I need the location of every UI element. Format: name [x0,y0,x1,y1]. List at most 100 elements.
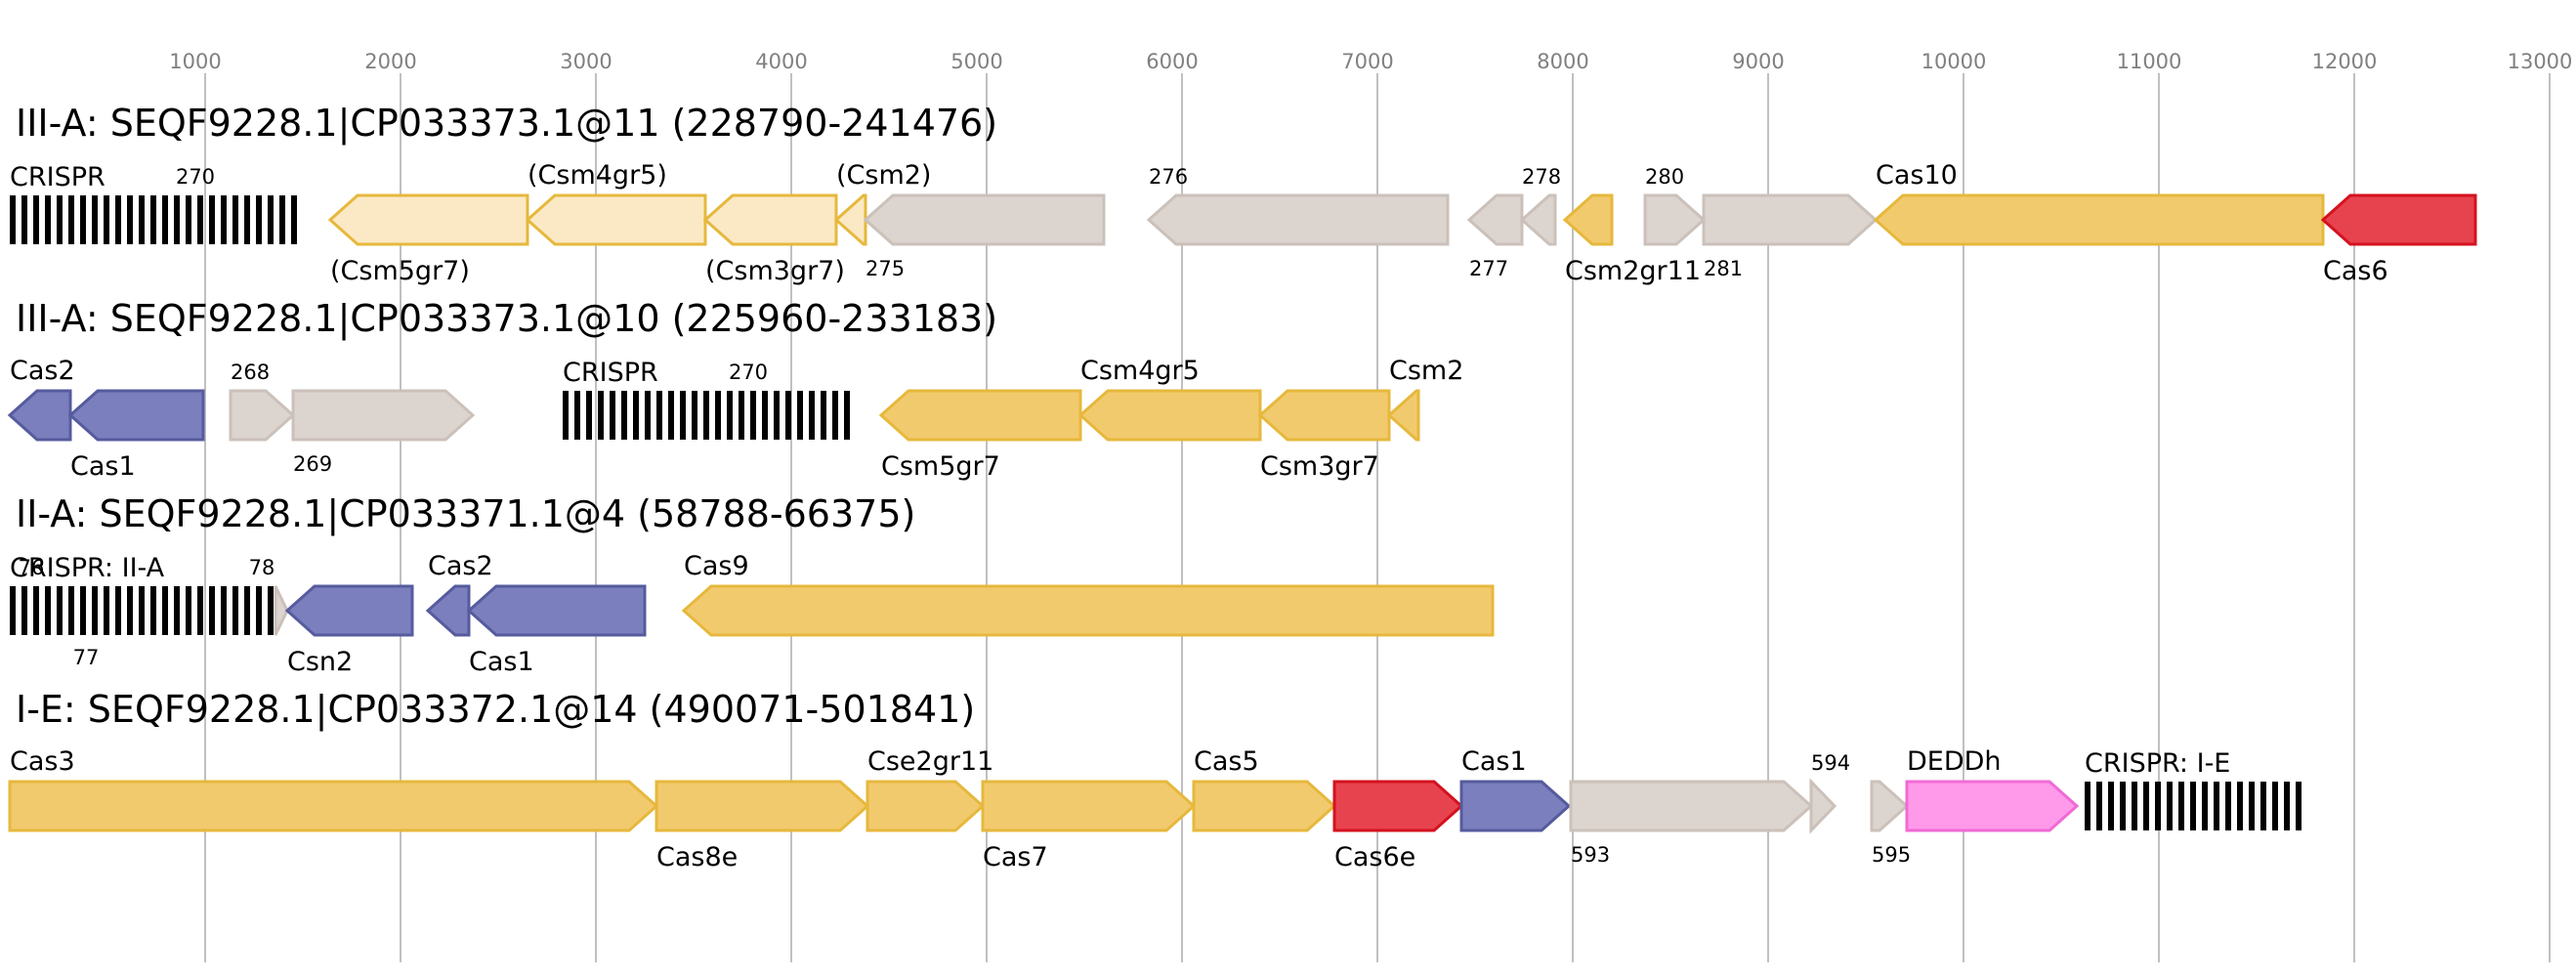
feature-number-label: 595 [1872,843,1911,867]
gene-arrow [981,780,1197,832]
gene-arrow [425,584,471,637]
gene-arrow [1702,193,1879,246]
gene-label: Cas8e [656,842,738,872]
crispr-repeat [291,195,297,244]
crispr-repeat [127,586,133,635]
gene-arrow [274,585,289,636]
axis-tick-label: 7000 [1341,50,1393,73]
gene-arrow [1077,389,1262,442]
crispr-repeat [104,195,109,244]
gene-arrow [1562,193,1614,246]
gene-label: Csm5gr7 [881,451,1000,482]
crispr-repeat [150,195,156,244]
gene-label: (Csm5gr7) [330,256,470,286]
feature-number-label: 275 [866,257,905,280]
axis-tick-label: 10000 [1921,50,1987,73]
axis-tick-label: 3000 [560,50,612,73]
gene-arrow [1809,778,1837,834]
feature-number-label: 76 [19,556,45,579]
gene-arrow [466,584,647,637]
gene-arrow [866,780,986,832]
axis-tick-label: 12000 [2312,50,2378,73]
crispr-repeat [2167,782,2173,830]
crispr-repeat [2296,782,2302,830]
crispr-repeat [33,586,39,635]
locus-tracks: III-A: SEQF9228.1|CP033373.1@11 (228790-… [7,102,2477,872]
feature-number-label: 278 [1522,165,1561,189]
crispr-repeat [2108,782,2114,830]
gene-arrow [327,193,529,246]
axis-tick-label: 6000 [1146,50,1198,73]
gene-label: Cas9 [684,551,749,581]
locus-track: III-A: SEQF9228.1|CP033373.1@11 (228790-… [10,102,2477,286]
crispr-repeat [785,391,791,440]
crispr-repeat [621,391,627,440]
crispr-repeat [256,586,262,635]
crispr-repeat [598,391,604,440]
crispr-repeat [256,195,262,244]
track-title: I-E: SEQF9228.1|CP033372.1@14 (490071-50… [16,688,975,732]
gene-arrow [1459,780,1572,832]
crispr-repeat [21,195,27,244]
gene-label: Cas6 [2323,256,2388,286]
crispr-repeat [174,586,180,635]
crispr-repeat [57,195,63,244]
feature-number-label: 593 [1571,843,1610,867]
crispr-repeat [762,391,768,440]
crispr-repeat [2143,782,2149,830]
gene-label: Cas1 [469,647,534,677]
crispr-array [10,586,274,635]
gene-arrow [1569,780,1814,832]
crispr-repeat [2284,782,2290,830]
feature-number-label: 280 [1645,165,1684,189]
crispr-repeat [2225,782,2231,830]
feature-number-label: 281 [1704,257,1743,280]
gene-arrow [1257,389,1391,442]
gene-label: Cas3 [10,746,75,777]
gene-label: (Csm3gr7) [705,256,845,286]
locus-track: I-E: SEQF9228.1|CP033372.1@14 (490071-50… [8,688,2302,872]
gene-arrow [8,780,659,832]
crispr-repeat [127,195,133,244]
crispr-repeat [104,586,109,635]
crispr-repeat [162,195,168,244]
crispr-repeat [715,391,721,440]
gene-arrow [7,389,72,442]
gene-arrow [67,389,205,442]
crispr-repeat [92,195,98,244]
crispr-repeat [21,586,27,635]
locus-track: II-A: SEQF9228.1|CP033371.1@4 (58788-663… [10,492,1495,677]
crispr-repeat [232,195,238,244]
locus-track: III-A: SEQF9228.1|CP033373.1@10 (225960-… [7,297,1463,482]
feature-number-label: 77 [73,646,100,669]
gene-arrow [1332,780,1464,832]
crispr-label: CRISPR [10,162,106,192]
crispr-repeat [797,391,803,440]
gene-label: (Csm2) [836,160,931,191]
gene-arrow [229,389,296,442]
axis-tick-label: 5000 [950,50,1002,73]
gene-label: Csm2 [1389,356,1463,386]
crispr-repeat [2155,782,2161,830]
crispr-repeat [92,586,98,635]
gene-label: Cas2 [428,551,493,581]
crispr-repeat [633,391,639,440]
crispr-array [10,195,297,244]
track-title: II-A: SEQF9228.1|CP033371.1@4 (58788-663… [16,492,915,536]
gene-label: Cas5 [1194,746,1259,777]
crispr-repeat [2085,782,2090,830]
gene-arrow [655,780,870,832]
gene-label: Cse2gr11 [867,746,993,777]
gene-arrow [284,584,414,637]
crispr-repeat [692,391,697,440]
track-title: III-A: SEQF9228.1|CP033373.1@10 (225960-… [16,297,997,341]
gene-arrow [681,584,1495,637]
crispr-repeat [668,391,674,440]
gene-arrow [525,193,707,246]
crispr-repeat [727,391,733,440]
crispr-repeat [656,391,662,440]
crispr-repeat [244,195,250,244]
crispr-repeat [809,391,815,440]
crispr-repeat [139,195,145,244]
